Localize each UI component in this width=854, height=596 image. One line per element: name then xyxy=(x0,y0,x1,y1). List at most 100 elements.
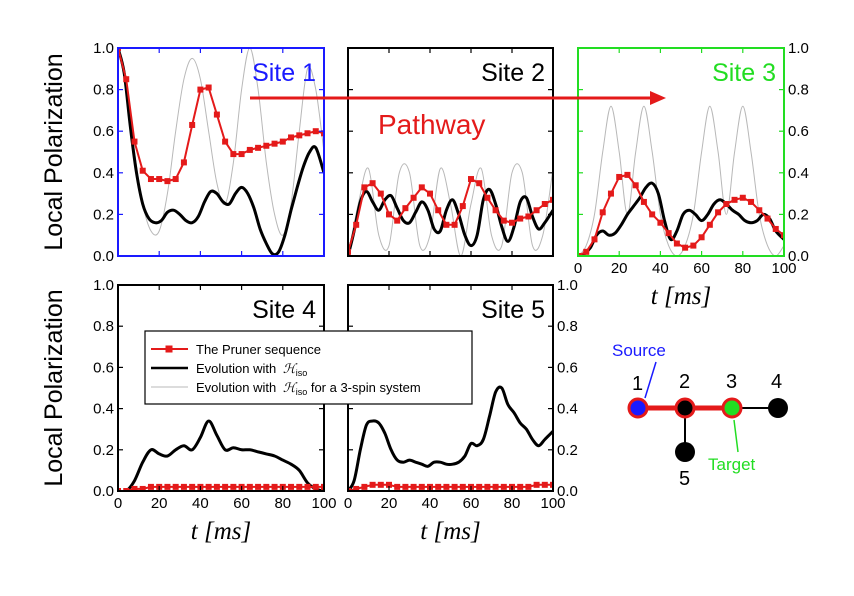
data-point-pruner xyxy=(418,483,425,490)
data-point-pruner xyxy=(517,483,524,490)
x-tick-label: 0 xyxy=(114,495,122,512)
data-point-pruner xyxy=(500,217,507,224)
y-tick-label: 0.2 xyxy=(788,206,809,223)
data-point-pruner xyxy=(296,132,303,139)
legend-label-pruner: The Pruner sequence xyxy=(196,342,321,357)
data-point-pruner xyxy=(255,483,262,490)
data-point-pruner xyxy=(139,485,146,491)
data-point-pruner xyxy=(304,130,311,137)
node-label-5: 5 xyxy=(679,468,690,490)
data-point-pruner xyxy=(451,483,458,490)
data-point-pruner xyxy=(541,201,548,207)
data-point-pruner xyxy=(230,483,237,490)
y-tick-label: 0.8 xyxy=(93,318,114,335)
data-point-pruner xyxy=(657,219,664,226)
data-point-pruner xyxy=(271,140,278,147)
data-point-pruner xyxy=(172,176,179,183)
x-tick-label: 60 xyxy=(463,495,480,512)
data-point-pruner xyxy=(246,483,253,490)
x-tick-label: 20 xyxy=(381,495,398,512)
data-point-pruner xyxy=(164,178,171,185)
data-point-pruner xyxy=(377,190,384,197)
y-tick-label: 0.8 xyxy=(788,82,809,99)
data-point-pruner xyxy=(288,483,295,490)
data-point-pruner xyxy=(180,159,187,166)
site-label-1: Site 1 xyxy=(252,59,316,87)
x-axis-label: t [ms] xyxy=(651,283,711,310)
data-point-pruner xyxy=(246,146,253,153)
legend-marker-pruner xyxy=(165,345,173,353)
data-point-pruner xyxy=(541,481,548,488)
y-tick-label: 0.6 xyxy=(557,359,578,376)
data-point-pruner xyxy=(369,481,376,488)
data-point-pruner xyxy=(263,483,270,490)
data-point-pruner xyxy=(118,488,121,491)
data-point-pruner xyxy=(172,483,179,490)
data-point-pruner xyxy=(123,76,130,83)
data-point-pruner xyxy=(492,207,499,214)
spin-network-diagram: 1 2 3 4 5 Source Target xyxy=(612,341,788,490)
data-point-pruner xyxy=(427,190,433,197)
data-point-pruner xyxy=(533,207,540,214)
data-point-pruner xyxy=(583,248,590,255)
x-tick-label: 20 xyxy=(151,495,168,512)
data-point-pruner xyxy=(156,176,163,183)
pathway-arrow-head xyxy=(650,91,666,105)
data-point-pruner xyxy=(533,481,540,488)
x-axis-label: t [ms] xyxy=(191,518,251,545)
data-point-pruner xyxy=(348,248,351,255)
data-point-pruner xyxy=(649,211,656,218)
data-point-pruner xyxy=(279,138,286,145)
y-tick-label: 0.6 xyxy=(788,123,809,140)
legend: The Pruner sequence Evolution with ℋiso … xyxy=(144,330,473,405)
panel-2: Site 2 xyxy=(347,47,554,257)
data-point-pruner xyxy=(296,483,303,490)
data-point-pruner xyxy=(321,130,324,137)
data-point-pruner xyxy=(123,488,130,491)
data-point-pruner xyxy=(213,483,220,490)
data-point-pruner xyxy=(781,232,784,239)
data-point-pruner xyxy=(764,215,771,222)
data-point-pruner xyxy=(394,217,401,224)
data-point-pruner xyxy=(238,151,245,158)
y-tick-label: 1.0 xyxy=(788,40,809,57)
series-line-iso xyxy=(578,181,784,256)
data-point-pruner xyxy=(312,483,319,490)
data-point-pruner xyxy=(189,121,196,128)
node-label-4: 4 xyxy=(771,371,782,393)
y-tick-label: 0.8 xyxy=(557,318,578,335)
data-point-pruner xyxy=(312,128,319,135)
data-point-pruner xyxy=(578,253,581,256)
data-point-pruner xyxy=(205,84,212,91)
data-point-pruner xyxy=(255,144,262,151)
data-point-pruner xyxy=(492,483,499,490)
data-point-pruner xyxy=(517,215,524,222)
y-tick-label: 1.0 xyxy=(557,277,578,294)
data-point-pruner xyxy=(599,209,606,216)
data-point-pruner xyxy=(213,111,220,118)
x-tick-label: 100 xyxy=(771,260,796,277)
data-point-pruner xyxy=(205,483,212,490)
data-point-pruner xyxy=(353,485,360,491)
data-point-pruner xyxy=(230,151,237,158)
x-tick-label: 80 xyxy=(274,495,291,512)
data-point-pruner xyxy=(271,483,278,490)
panel-plot-area xyxy=(578,105,784,256)
data-point-pruner xyxy=(164,483,171,490)
data-point-pruner xyxy=(715,209,722,216)
data-point-pruner xyxy=(118,48,121,51)
data-point-pruner xyxy=(723,201,730,207)
site-label-2: Site 2 xyxy=(481,59,545,87)
data-point-pruner xyxy=(476,483,483,490)
data-point-pruner xyxy=(361,184,368,191)
data-point-pruner xyxy=(443,483,450,490)
data-point-pruner xyxy=(410,483,417,490)
y-axis-label-bottom: Local Polarization xyxy=(40,289,68,486)
y-tick-label: 0.4 xyxy=(557,401,578,418)
data-point-pruner xyxy=(591,236,598,243)
pathway-label: Pathway xyxy=(378,109,485,140)
site-label-5: Site 5 xyxy=(481,296,545,324)
data-point-pruner xyxy=(525,483,532,490)
